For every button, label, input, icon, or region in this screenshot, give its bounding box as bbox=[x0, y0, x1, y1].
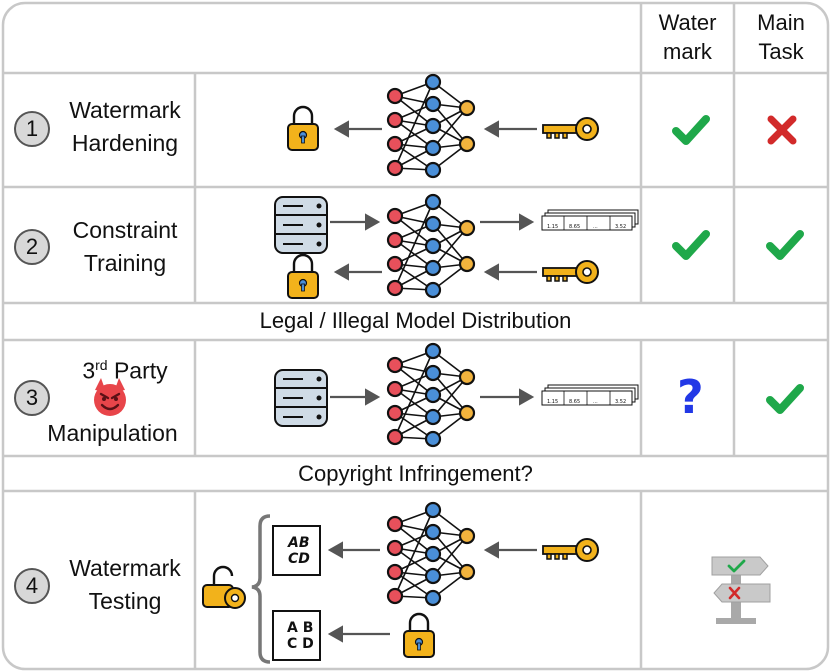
step-number-1: 1 bbox=[14, 111, 50, 147]
card-plain-row1: A B bbox=[287, 620, 313, 636]
row3-graphic bbox=[94, 342, 800, 448]
column-header-main-task: Main Task bbox=[734, 8, 828, 66]
column-header-watermark: Water mark bbox=[641, 8, 734, 66]
step-number-2: 2 bbox=[14, 229, 50, 265]
banner-distribution: Legal / Illegal Model Distribution bbox=[259, 308, 572, 333]
feature-cell-3: ... bbox=[593, 399, 598, 405]
brace bbox=[251, 514, 271, 664]
database-icon bbox=[274, 369, 328, 427]
question-mark-icon: ? bbox=[677, 370, 704, 424]
step-title-2: Constraint Training bbox=[72, 217, 178, 276]
card-obfuscated-row2: CD bbox=[288, 551, 310, 567]
step-title-3-line2: Manipulation bbox=[47, 420, 178, 446]
card-obfuscated bbox=[272, 525, 321, 576]
feature-cell-3: ... bbox=[593, 224, 598, 230]
step-title-3-sup: rd bbox=[95, 357, 108, 373]
cross-icon bbox=[767, 115, 797, 145]
row4-graphic bbox=[202, 501, 771, 664]
step-title-3-line1: 3rd Party bbox=[55, 349, 195, 388]
row2-graphic bbox=[274, 193, 800, 300]
column-header-watermark-text: Water mark bbox=[658, 10, 717, 64]
devil-icon bbox=[94, 378, 126, 416]
feature-cell-2: 8.65 bbox=[569, 224, 580, 230]
feature-cell-1: 1.15 bbox=[547, 399, 558, 405]
feature-cell-4: 3.52 bbox=[615, 224, 626, 230]
card-plain bbox=[272, 610, 321, 661]
card-text: AB CD A B C D bbox=[287, 535, 314, 652]
feature-cell-1: 1.15 bbox=[547, 224, 558, 230]
step-number-4: 4 bbox=[14, 568, 50, 604]
database-icon bbox=[274, 196, 328, 254]
step-title-4: Watermark Testing bbox=[69, 555, 181, 614]
signpost-icon bbox=[711, 556, 771, 624]
step-title-3-base: 3 bbox=[82, 357, 96, 384]
step-number-3: 3 bbox=[14, 380, 50, 416]
step-title-1: Watermark Hardening bbox=[69, 97, 181, 156]
feature-cell-4: 3.52 bbox=[615, 399, 626, 405]
grid-lines bbox=[3, 3, 828, 669]
banner-infringement: Copyright Infringement? bbox=[298, 461, 533, 486]
feature-cells: 1.15 8.65 ... 3.52 1.15 8.65 ... 3.52 bbox=[547, 224, 626, 405]
card-plain-row2: C D bbox=[287, 636, 314, 652]
unlocked-lock-icon bbox=[202, 565, 246, 609]
card-obfuscated-row1: AB bbox=[287, 535, 310, 551]
step-title-3-rest: Party bbox=[113, 357, 168, 384]
feature-cell-2: 8.65 bbox=[569, 399, 580, 405]
row1-graphic bbox=[286, 73, 797, 179]
column-header-main-task-text: Main Task bbox=[757, 10, 805, 64]
